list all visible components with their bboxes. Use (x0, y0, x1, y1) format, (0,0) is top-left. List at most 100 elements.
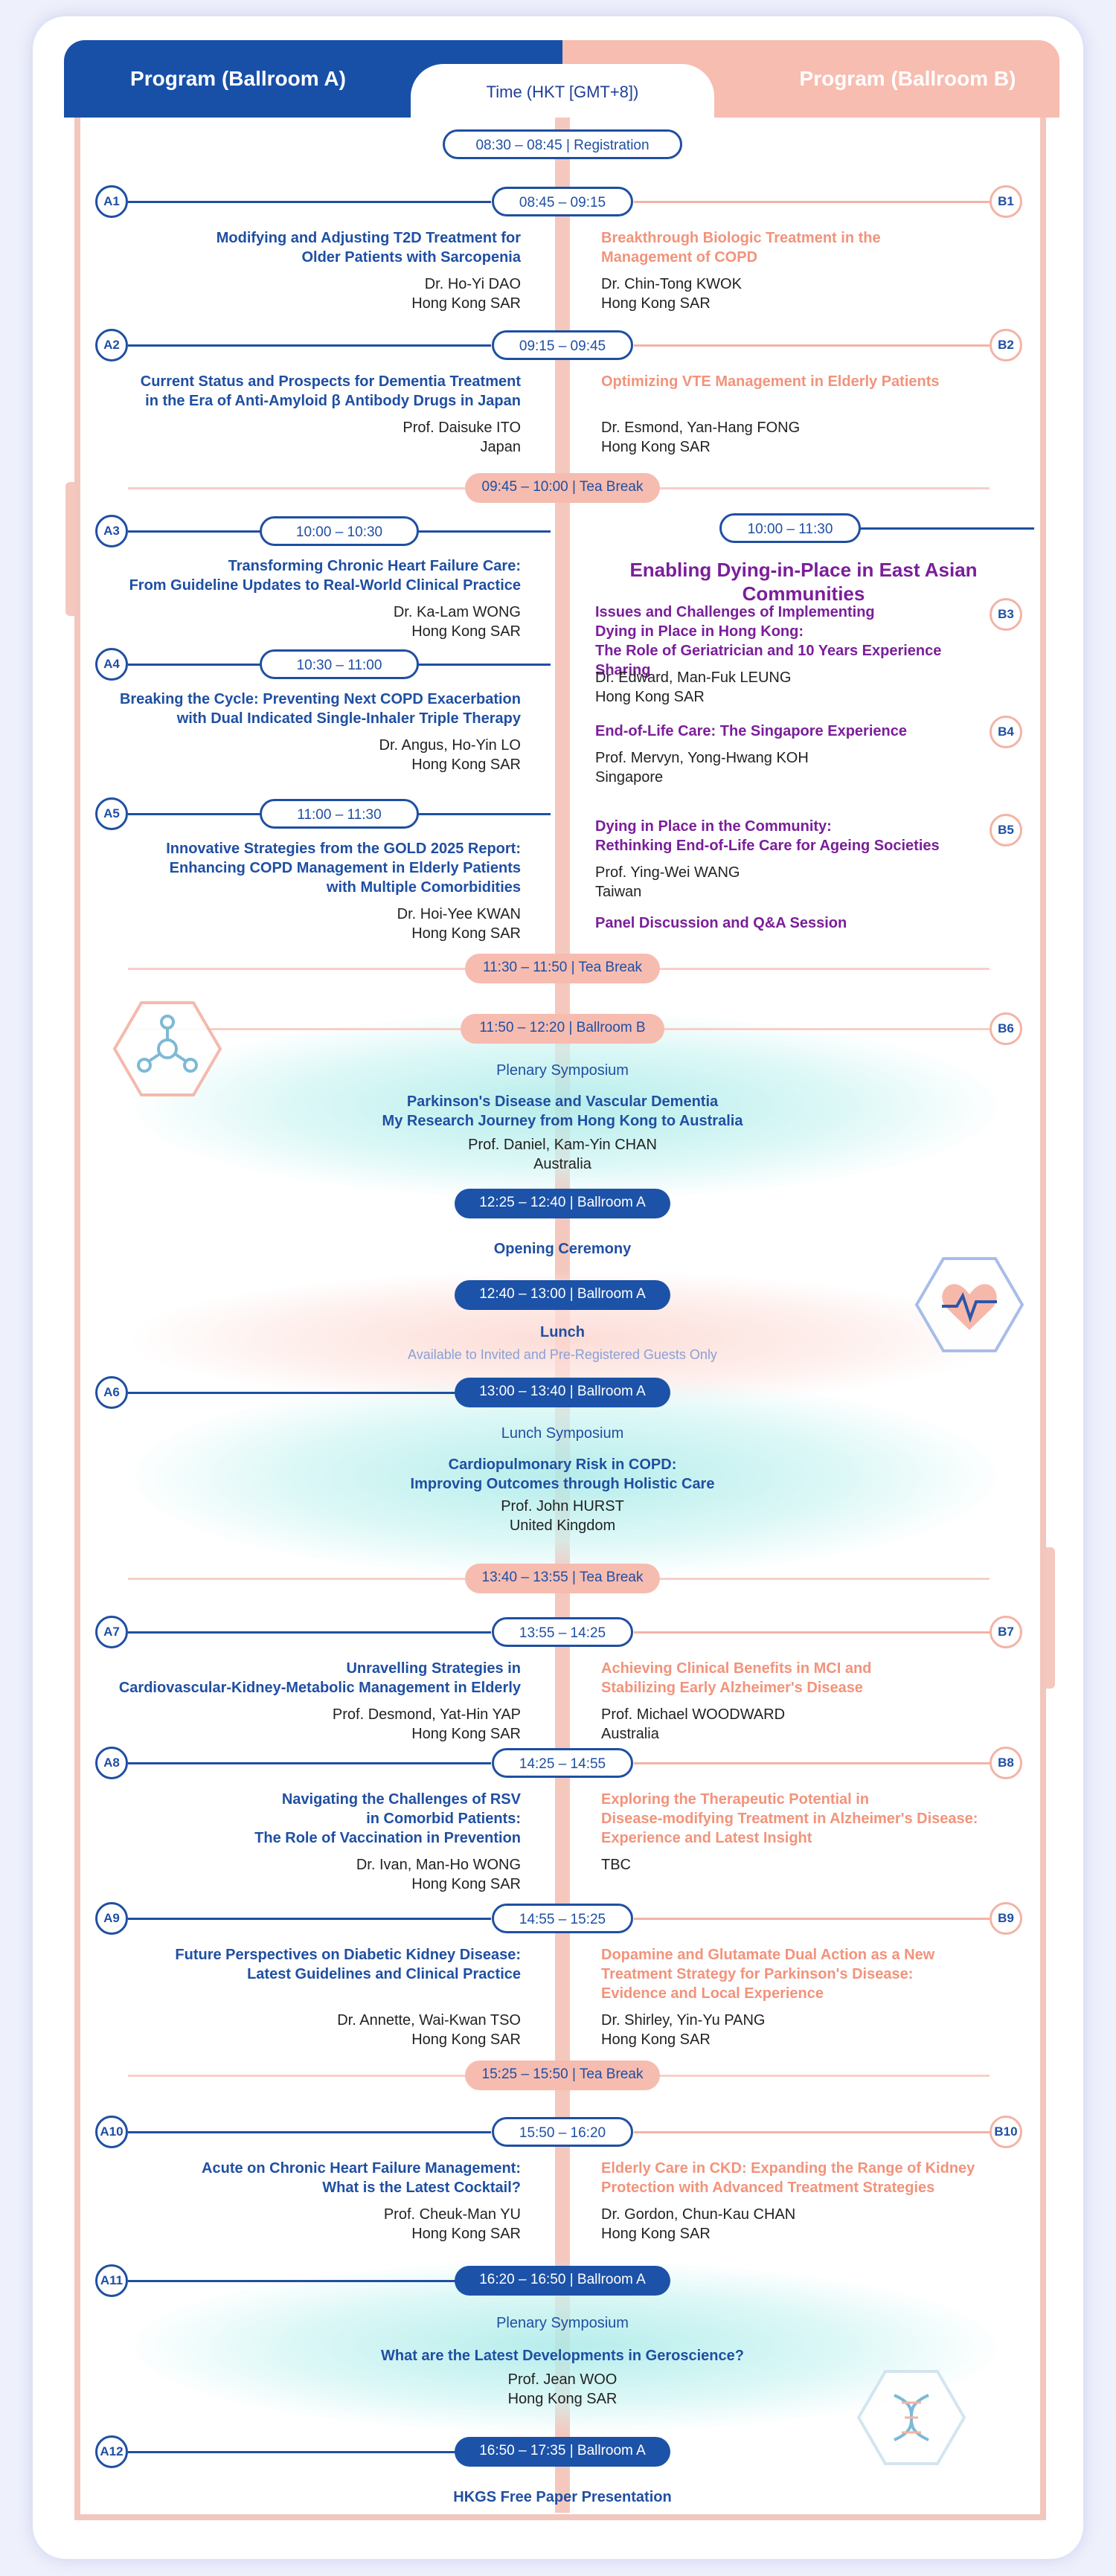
slot9-a-title-line: Future Perspectives on Diabetic Kidney D… (175, 1947, 521, 1963)
slot8-a-place: Hong Kong SAR (411, 1876, 521, 1892)
slot1-badge-b: B1 (990, 185, 1022, 218)
slot8-b-title-line: Exploring the Therapeutic Potential in (601, 1791, 870, 1808)
ballroom-b-title: Program (Ballroom B) (799, 67, 1016, 90)
ballroom-a-title: Program (Ballroom A) (130, 67, 346, 90)
plenary2-time-pill: 16:20 – 16:50 | Ballroom A (455, 2266, 670, 2296)
plenary1-title-line: Parkinson's Disease and Vascular Dementi… (406, 1093, 719, 1110)
slot1-b-title-line: Management of COPD (601, 249, 758, 266)
slot2-time-pill: 09:15 – 09:45 (492, 330, 633, 360)
final-label: HKGS Free Paper Presentation (453, 2489, 672, 2505)
slot9-time-pill: 14:55 – 15:25 (492, 1904, 633, 1933)
lunchsym-label: Lunch Symposium (501, 1425, 624, 1442)
a5-badge: A5 (95, 797, 128, 830)
dna-icon (856, 2365, 967, 2470)
slot2-connector-left (128, 344, 491, 347)
slot1-a-speaker: Dr. Ho-Yi DAO (424, 276, 521, 292)
slot2-a-title-line: in the Era of Anti-Amyloid β Antibody Dr… (145, 393, 521, 409)
slot7-time-pill: 13:55 – 14:25 (492, 1617, 633, 1647)
slot7-b-title-line: Stabilizing Early Alzheimer's Disease (601, 1680, 863, 1696)
a5-title-line: with Multiple Comorbidities (326, 879, 521, 896)
slot7-badge-b: B7 (990, 1616, 1022, 1648)
a5-place: Hong Kong SAR (411, 925, 521, 942)
registration-pill: 08:30 – 08:45 | Registration (443, 129, 682, 159)
slot10-b-place: Hong Kong SAR (601, 2226, 711, 2242)
slot9-badge-b: B9 (990, 1902, 1022, 1935)
final-connector (128, 2451, 491, 2453)
slot7-badge-a: A7 (95, 1616, 128, 1648)
lunchsym-speaker: Prof. John HURST (501, 1498, 624, 1515)
slot10-b-speaker: Dr. Gordon, Chun-Kau CHAN (601, 2206, 796, 2223)
a4-title-line: with Dual Indicated Single-Inhaler Tripl… (176, 710, 521, 727)
slot2-a-place: Japan (480, 439, 522, 455)
slot1-badge-a: A1 (95, 185, 128, 218)
plenary1-time-pill: 11:50 – 12:20 | Ballroom B (461, 1014, 664, 1044)
slot7-connector-left (128, 1631, 491, 1634)
opening-time-pill: 12:25 – 12:40 | Ballroom A (455, 1189, 670, 1218)
lunchsym-glow (134, 1376, 997, 1577)
lunch-label: Lunch (540, 1324, 585, 1340)
slot2-badge-a: A2 (95, 329, 128, 362)
a3-place: Hong Kong SAR (411, 623, 521, 640)
bsym-time-connector (832, 527, 1034, 530)
a3-title-line: From Guideline Updates to Real-World Cli… (129, 577, 521, 594)
slot7-a-title-line: Unravelling Strategies in (346, 1660, 521, 1677)
slot7-a-speaker: Prof. Desmond, Yat-Hin YAP (332, 1706, 521, 1723)
slot2-b-speaker: Dr. Esmond, Yan-Hang FONG (601, 420, 801, 436)
bsym-b5-speaker: Prof. Ying-Wei WANG (595, 864, 740, 881)
a5-time-pill: 11:00 – 11:30 (260, 799, 419, 829)
slot8-a-title-line: Navigating the Challenges of RSV (281, 1791, 521, 1808)
a3-badge: A3 (95, 515, 128, 547)
bsym-b5-place: Taiwan (595, 884, 642, 900)
plenary2-label: Plenary Symposium (496, 2315, 629, 2331)
a4-speaker: Dr. Angus, Ho-Yin LO (379, 737, 521, 754)
heart-pulse-icon (914, 1253, 1025, 1357)
slot10-a-title-line: What is the Latest Cocktail? (322, 2180, 521, 2196)
slot7-a-title-line: Cardiovascular-Kidney-Metabolic Manageme… (118, 1680, 521, 1696)
slot8-b-title-line: Disease-modifying Treatment in Alzheimer… (601, 1811, 978, 1827)
bsym-b4-badge: B4 (990, 716, 1022, 748)
slot9-badge-a: A9 (95, 1902, 128, 1935)
slot9-a-speaker: Dr. Annette, Wai-Kwan TSO (337, 2012, 521, 2029)
plenary2-speaker: Prof. Jean WOO (507, 2371, 618, 2388)
bsym-b5-title-line: Rethinking End-of-Life Care for Ageing S… (595, 838, 940, 854)
slot10-time-pill: 15:50 – 16:20 (492, 2117, 633, 2147)
bsym-b3-badge: B3 (990, 598, 1022, 631)
a4-place: Hong Kong SAR (411, 757, 521, 773)
tea2-pill: 11:30 – 11:50 | Tea Break (465, 954, 660, 983)
slot9-b-title-line: Dopamine and Glutamate Dual Action as a … (601, 1947, 935, 1963)
bsym-b4-title-line: End-of-Life Care: The Singapore Experien… (595, 723, 907, 739)
lunch-note: Available to Invited and Pre-Registered … (408, 1347, 717, 1362)
slot10-badge-a: A10 (95, 2116, 128, 2148)
slot1-a-title-line: Older Patients with Sarcopenia (301, 249, 521, 266)
slot8-connector-left (128, 1762, 491, 1764)
slot8-badge-b: B8 (990, 1747, 1022, 1779)
slot7-b-title-line: Achieving Clinical Benefits in MCI and (601, 1660, 872, 1677)
lunchsym-title-line: Improving Outcomes through Holistic Care (410, 1476, 715, 1492)
lunchsym-connector (128, 1392, 491, 1394)
bsym-b5-title-line: Dying in Place in the Community: (595, 818, 832, 835)
plenary1-place: Australia (533, 1156, 591, 1172)
slot1-a-place: Hong Kong SAR (411, 295, 521, 312)
a5-speaker: Dr. Hoi-Yee KWAN (397, 906, 521, 922)
slot9-b-place: Hong Kong SAR (601, 2031, 711, 2048)
a3-title-line: Transforming Chronic Heart Failure Care: (228, 558, 521, 574)
bsym-b5-badge: B5 (990, 814, 1022, 847)
slot9-b-speaker: Dr. Shirley, Yin-Yu PANG (601, 2012, 766, 2029)
lunch-time-pill: 12:40 – 13:00 | Ballroom A (455, 1280, 670, 1310)
plenary1-title-line: My Research Journey from Hong Kong to Au… (382, 1113, 743, 1129)
a5-title-line: Enhancing COPD Management in Elderly Pat… (169, 860, 521, 876)
plenary2-badge: A11 (95, 2264, 128, 2297)
slot9-a-place: Hong Kong SAR (411, 2031, 521, 2048)
a3-time-pill: 10:00 – 10:30 (260, 516, 419, 546)
plenary2-place: Hong Kong SAR (507, 2391, 618, 2407)
slot2-connector-right (634, 344, 990, 347)
slot1-connector-left (128, 201, 491, 203)
plenary2-connector (128, 2280, 491, 2282)
bsym-b3-title-line: Issues and Challenges of Implementing (595, 604, 875, 620)
frame-left (74, 118, 80, 2520)
slot9-a-title-line: Latest Guidelines and Clinical Practice (247, 1966, 521, 1982)
slot10-b-title-line: Elderly Care in CKD: Expanding the Range… (601, 2160, 975, 2177)
bsym-heading: Enabling Dying-in-Place in East Asian Co… (629, 559, 978, 605)
slot2-b-place: Hong Kong SAR (601, 439, 711, 455)
